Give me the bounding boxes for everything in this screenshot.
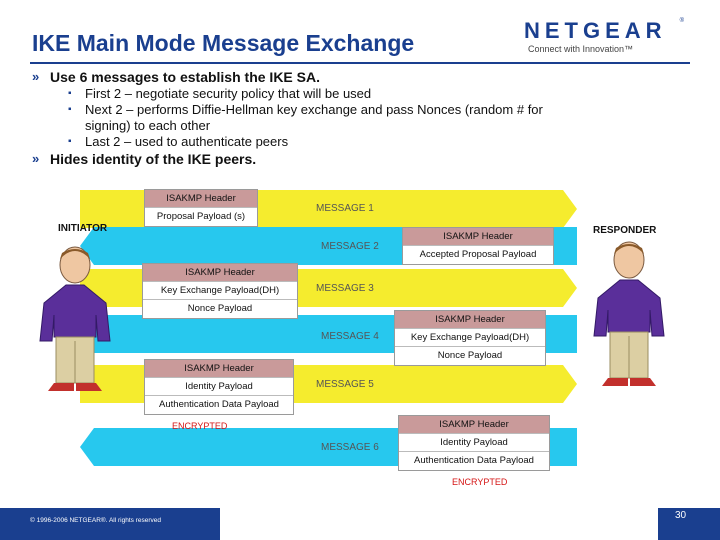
identity-payload: Identity Payload bbox=[399, 434, 549, 452]
sub-bullet-continuation: signing) to each other bbox=[32, 118, 672, 134]
logo-tagline: Connect with Innovation™ bbox=[528, 44, 684, 54]
footer-copyright: © 1996-2006 NETGEAR®. All rights reserve… bbox=[30, 517, 161, 524]
message-3-payloads: ISAKMP Header Key Exchange Payload(DH) N… bbox=[142, 263, 298, 319]
message-4-payloads: ISAKMP Header Key Exchange Payload(DH) N… bbox=[394, 310, 546, 366]
bullet-list: » Use 6 messages to establish the IKE SA… bbox=[32, 68, 672, 168]
logo-registered-mark: ® bbox=[680, 18, 684, 24]
bullet-text: Hides identity of the IKE peers. bbox=[50, 151, 256, 167]
isakmp-header: ISAKMP Header bbox=[145, 190, 257, 208]
ike-exchange-diagram: MESSAGE 1 MESSAGE 2 MESSAGE 3 MESSAGE 4 … bbox=[50, 185, 665, 495]
square-bullet-icon: ▪ bbox=[68, 102, 72, 118]
bullet-text: Use 6 messages to establish the IKE SA. bbox=[50, 69, 320, 85]
initiator-label: INITIATOR bbox=[58, 223, 107, 234]
nonce-payload: Nonce Payload bbox=[143, 300, 297, 318]
responder-label: RESPONDER bbox=[593, 225, 656, 236]
sub-bullet-item: ▪ Next 2 – performs Diffie-Hellman key e… bbox=[32, 102, 672, 118]
message-1-payloads: ISAKMP Header Proposal Payload (s) bbox=[144, 189, 258, 227]
message-2-payloads: ISAKMP Header Accepted Proposal Payload bbox=[402, 227, 554, 265]
message-6-label: MESSAGE 6 bbox=[321, 442, 379, 453]
message-5-encrypted-label: ENCRYPTED bbox=[172, 421, 227, 431]
key-exchange-payload: Key Exchange Payload(DH) bbox=[143, 282, 297, 300]
authentication-data-payload: Authentication Data Payload bbox=[145, 396, 293, 414]
initiator-person-icon bbox=[36, 245, 114, 395]
isakmp-header: ISAKMP Header bbox=[395, 311, 545, 329]
bullet-text: First 2 – negotiate security policy that… bbox=[85, 86, 371, 101]
bullet-text: Next 2 – performs Diffie-Hellman key exc… bbox=[85, 102, 543, 117]
title-rule bbox=[30, 62, 690, 64]
footer-gap bbox=[220, 508, 658, 540]
message-5-label: MESSAGE 5 bbox=[316, 379, 374, 390]
isakmp-header: ISAKMP Header bbox=[145, 360, 293, 378]
chevron-bullet-icon: » bbox=[32, 150, 39, 168]
bullet-text: Last 2 – used to authenticate peers bbox=[85, 134, 288, 149]
netgear-logo: NETGEAR ® Connect with Innovation™ bbox=[524, 18, 684, 54]
bullet-item: » Use 6 messages to establish the IKE SA… bbox=[32, 68, 672, 86]
identity-payload: Identity Payload bbox=[145, 378, 293, 396]
message-5-payloads: ISAKMP Header Identity Payload Authentic… bbox=[144, 359, 294, 415]
square-bullet-icon: ▪ bbox=[68, 86, 72, 102]
sub-bullet-item: ▪ First 2 – negotiate security policy th… bbox=[32, 86, 672, 102]
isakmp-header: ISAKMP Header bbox=[399, 416, 549, 434]
chevron-bullet-icon: » bbox=[32, 68, 39, 86]
key-exchange-payload: Key Exchange Payload(DH) bbox=[395, 329, 545, 347]
message-6-encrypted-label: ENCRYPTED bbox=[452, 477, 507, 487]
message-4-label: MESSAGE 4 bbox=[321, 331, 379, 342]
isakmp-header: ISAKMP Header bbox=[143, 264, 297, 282]
bullet-text: signing) to each other bbox=[85, 118, 210, 133]
logo-wordmark: NETGEAR bbox=[524, 18, 684, 44]
message-2-label: MESSAGE 2 bbox=[321, 241, 379, 252]
bullet-item: » Hides identity of the IKE peers. bbox=[32, 150, 672, 168]
message-1-label: MESSAGE 1 bbox=[316, 203, 374, 214]
page-title: IKE Main Mode Message Exchange bbox=[32, 30, 414, 57]
message-3-label: MESSAGE 3 bbox=[316, 283, 374, 294]
message-6-payloads: ISAKMP Header Identity Payload Authentic… bbox=[398, 415, 550, 471]
proposal-payload: Proposal Payload (s) bbox=[145, 208, 257, 226]
responder-person-icon bbox=[590, 240, 668, 390]
isakmp-header: ISAKMP Header bbox=[403, 228, 553, 246]
page-number: 30 bbox=[675, 510, 686, 521]
nonce-payload: Nonce Payload bbox=[395, 347, 545, 365]
square-bullet-icon: ▪ bbox=[68, 134, 72, 150]
accepted-proposal-payload: Accepted Proposal Payload bbox=[403, 246, 553, 264]
sub-bullet-item: ▪ Last 2 – used to authenticate peers bbox=[32, 134, 672, 150]
authentication-data-payload: Authentication Data Payload bbox=[399, 452, 549, 470]
